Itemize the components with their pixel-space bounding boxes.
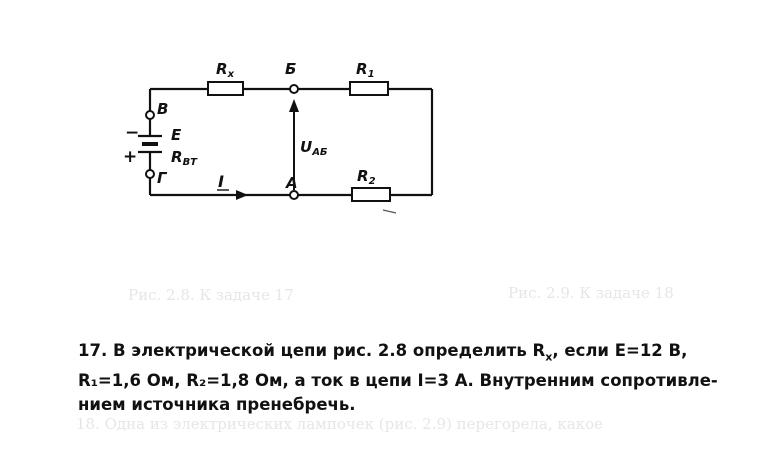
label-node-v: В: [157, 100, 168, 118]
label-plus: +: [123, 147, 137, 167]
label-node-g: Г: [157, 169, 168, 187]
current-arrow-icon: [236, 190, 248, 200]
resistor-rx: [207, 81, 244, 96]
faded-next-problem: 18. Одна из электрических лампочек (рис.…: [76, 415, 603, 433]
label-emf: E: [171, 126, 182, 144]
terminal-a: [289, 190, 299, 200]
voltage-arrow-head: [289, 99, 299, 112]
problem-text: 17. В электрической цепи рис. 2.8 опреде…: [78, 339, 758, 417]
terminal-b: [289, 84, 299, 94]
label-u-ab: UАБ: [300, 138, 328, 158]
problem-line-1: 17. В электрической цепи рис. 2.8 опреде…: [78, 341, 688, 364]
label-current: I: [218, 172, 224, 191]
faded-caption-left: Рис. 2.8. К задаче 17: [128, 286, 294, 304]
stray-mark: [382, 209, 397, 214]
label-r-internal: RВТ: [171, 148, 198, 168]
problem-line-2: R₁=1,6 Ом, R₂=1,8 Ом, а ток в цепи I=3 А…: [78, 371, 718, 391]
problem-line-3: нием источника пренебречь.: [78, 395, 356, 415]
terminal-g: [145, 169, 155, 179]
faded-caption-right: Рис. 2.9. К задаче 18: [508, 284, 674, 302]
circuit-wires: [148, 87, 434, 197]
label-minus: −: [125, 123, 139, 143]
problem-rx-subscript: x: [545, 350, 553, 364]
terminal-v: [145, 110, 155, 120]
label-r2: R2: [357, 167, 376, 187]
label-r1: R1: [356, 60, 375, 80]
resistor-r2: [351, 187, 391, 202]
label-node-b: Б: [285, 60, 296, 78]
label-rx: Rx: [216, 60, 235, 80]
label-node-a: А: [285, 174, 298, 192]
resistor-r1: [349, 81, 389, 96]
